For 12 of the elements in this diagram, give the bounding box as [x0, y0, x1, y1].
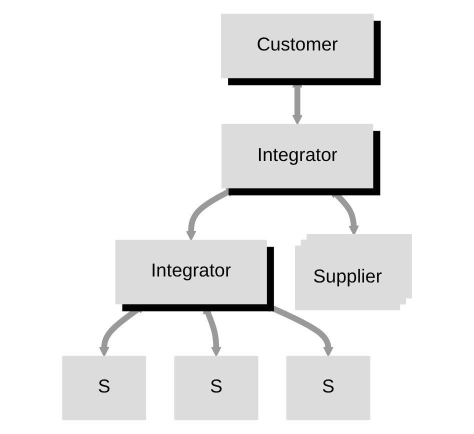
arrow	[203, 304, 222, 357]
arrow	[329, 188, 359, 236]
arrow	[262, 302, 334, 357]
arrow	[99, 303, 146, 357]
arrow	[186, 187, 236, 241]
node-box: Customer	[221, 14, 374, 78]
arrow	[292, 78, 303, 125]
node-box: Integrator	[115, 240, 267, 304]
node-box: S	[174, 356, 258, 420]
node-box: Integrator	[222, 124, 374, 188]
node-box: S	[286, 356, 370, 420]
node-box: S	[62, 356, 146, 420]
